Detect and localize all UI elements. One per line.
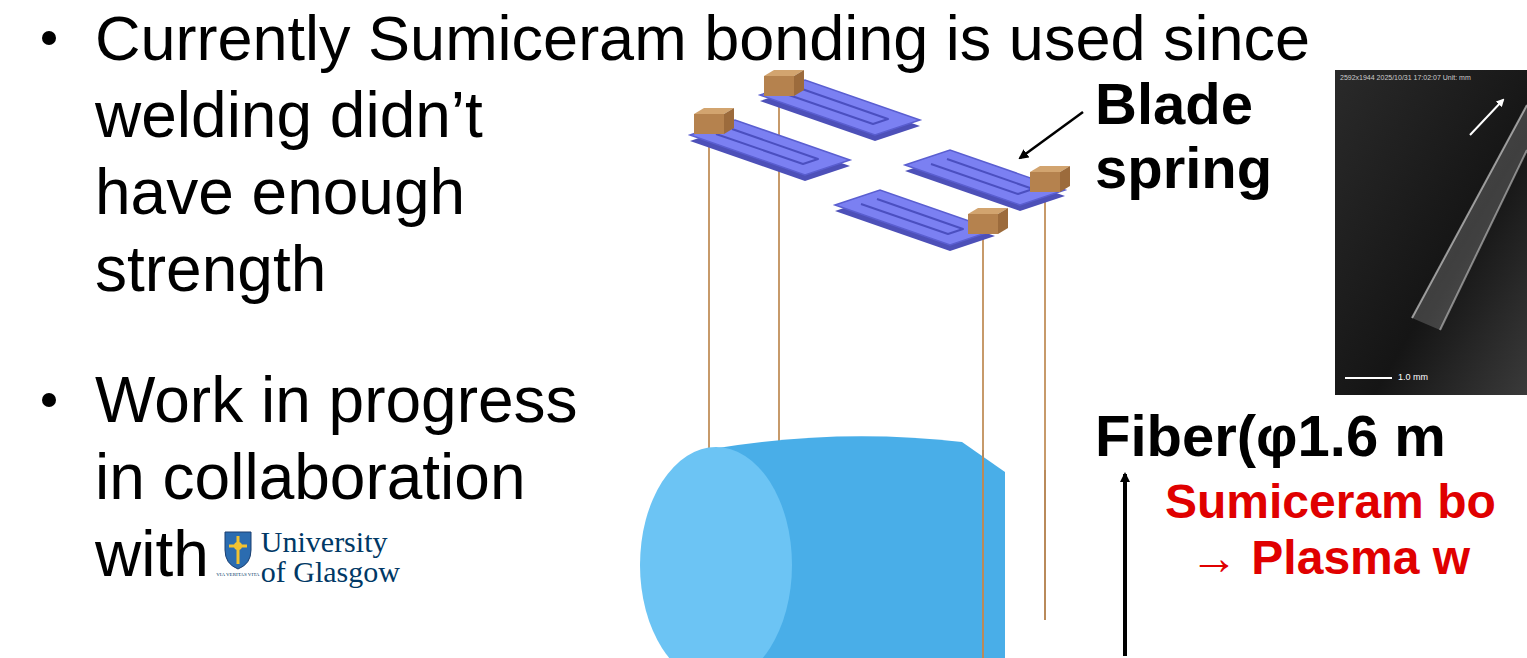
note-text: → Plasma w: [1190, 530, 1470, 586]
scale-label: 1.0 mm: [1398, 372, 1428, 383]
logo-text: University: [261, 526, 388, 558]
logo-text: of Glasgow: [261, 556, 400, 588]
bullet-dot: [42, 31, 56, 45]
microscope-photo: [1335, 70, 1527, 395]
part-label: Fiber(φ1.6 m: [1095, 404, 1446, 468]
bullet-dot: [42, 393, 56, 407]
pointer-arrow: [1123, 474, 1127, 656]
bullet-text: Currently Sumiceram bonding is used sinc…: [95, 0, 1310, 77]
logo-motto: VIA VERITAS VITA: [216, 572, 259, 578]
mirror-cylinder: [640, 436, 1005, 658]
blade-springs: [690, 70, 1070, 251]
leader-arrow: [1020, 112, 1083, 158]
university-crest: [223, 530, 253, 570]
fiber-lines-front: [983, 450, 1045, 658]
bullet-text: welding didn’t have enough strength: [95, 77, 625, 308]
photo-info: 2592x1944 2025/10/31 17:02:07 Unit: mm: [1340, 73, 1471, 82]
part-label: Blade spring: [1095, 72, 1335, 200]
note-text: Sumiceram bo: [1165, 474, 1496, 530]
